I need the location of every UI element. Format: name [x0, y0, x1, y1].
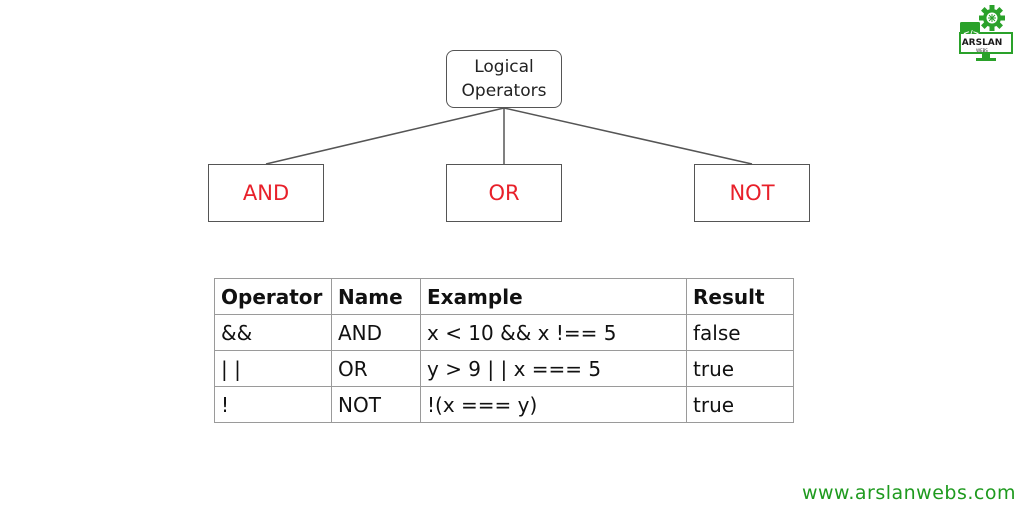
- cell-example: x < 10 && x !== 5: [420, 314, 687, 351]
- cell-operator: | |: [214, 350, 332, 387]
- header-name: Name: [331, 278, 421, 315]
- cell-result: false: [686, 314, 794, 351]
- website-url: www.arslanwebs.com: [801, 482, 1016, 504]
- cell-operator: !: [214, 386, 332, 423]
- cell-name: NOT: [331, 386, 421, 423]
- header-operator: Operator: [214, 278, 332, 315]
- cell-result: true: [686, 350, 794, 387]
- cell-result: true: [686, 386, 794, 423]
- cell-operator: &&: [214, 314, 332, 351]
- child-node-not: NOT: [694, 164, 810, 222]
- header-example: Example: [420, 278, 687, 315]
- header-result: Result: [686, 278, 794, 315]
- connector-not: [503, 107, 753, 165]
- root-line-1: Logical: [474, 57, 534, 77]
- monitor-gear-icon: [959, 5, 1013, 61]
- cell-example: !(x === y): [420, 386, 687, 423]
- root-node-logical-operators: Logical Operators: [446, 50, 562, 108]
- logo-title: ARSLAN: [961, 38, 1003, 48]
- table-row: ! NOT !(x === y) true: [214, 386, 794, 423]
- table-row: && AND x < 10 && x !== 5 false: [214, 314, 794, 351]
- child-node-or: OR: [446, 164, 562, 222]
- operators-table: Operator Name Example Result && AND x < …: [214, 278, 794, 423]
- logo-subtitle: WEBS: [976, 48, 988, 53]
- cell-example: y > 9 | | x === 5: [420, 350, 687, 387]
- table-header-row: Operator Name Example Result: [214, 278, 794, 315]
- logo-code-glyph: </>: [963, 29, 980, 38]
- table-row: | | OR y > 9 | | x === 5 true: [214, 350, 794, 387]
- child-node-and: AND: [208, 164, 324, 222]
- connector-and: [265, 107, 505, 165]
- cell-name: AND: [331, 314, 421, 351]
- cell-name: OR: [331, 350, 421, 387]
- root-line-2: Operators: [461, 81, 547, 101]
